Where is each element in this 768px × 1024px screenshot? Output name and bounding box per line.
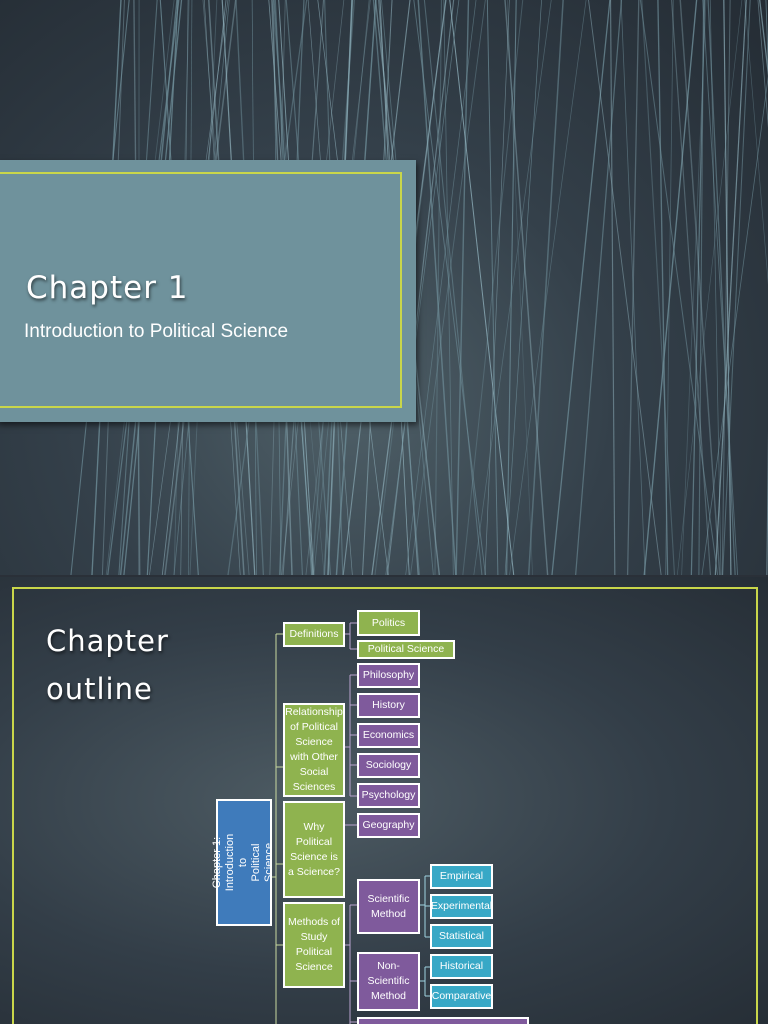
node-geography: Geography: [357, 813, 420, 838]
outline-frame: [12, 587, 758, 1024]
node-empirical: Empirical: [430, 864, 493, 889]
title-slide: Chapter 1 Introduction to Political Scie…: [0, 0, 768, 575]
node-partial-bottom: [357, 1017, 529, 1024]
title-panel: Chapter 1 Introduction to Political Scie…: [0, 160, 416, 422]
node-psychology: Psychology: [357, 783, 420, 808]
slide-subtitle: Introduction to Political Science: [24, 321, 289, 342]
slide-title: Chapter 1: [26, 270, 189, 306]
node-non-scientific-method: Non-Scientific Method: [357, 952, 420, 1011]
node-why-science: Why Political Science is a Science?: [283, 801, 345, 898]
node-history: History: [357, 693, 420, 718]
node-definitions: Definitions: [283, 622, 345, 647]
node-political-science: Political Science: [357, 640, 455, 659]
diagram-root-label: Chapter 1: Introduction to Political Sci…: [211, 833, 276, 892]
outline-title: Chapter outline: [46, 624, 169, 706]
diagram-root-node: Chapter 1: Introduction to Political Sci…: [212, 799, 276, 926]
node-historical: Historical: [430, 954, 493, 979]
node-relationship: Relationship of Political Science with O…: [283, 703, 345, 797]
node-statistical: Statistical: [430, 924, 493, 949]
node-politics: Politics: [357, 610, 420, 636]
title-panel-border: [0, 172, 402, 408]
node-experimental: Experimental: [430, 894, 493, 919]
node-sociology: Sociology: [357, 753, 420, 778]
node-comparative: Comparative: [430, 984, 493, 1009]
node-philosophy: Philosophy: [357, 663, 420, 688]
node-scientific-method: Scientific Method: [357, 879, 420, 934]
node-methods: Methods of Study Political Science: [283, 902, 345, 988]
outline-slide: Chapter outline: [0, 577, 768, 1024]
node-economics: Economics: [357, 723, 420, 748]
